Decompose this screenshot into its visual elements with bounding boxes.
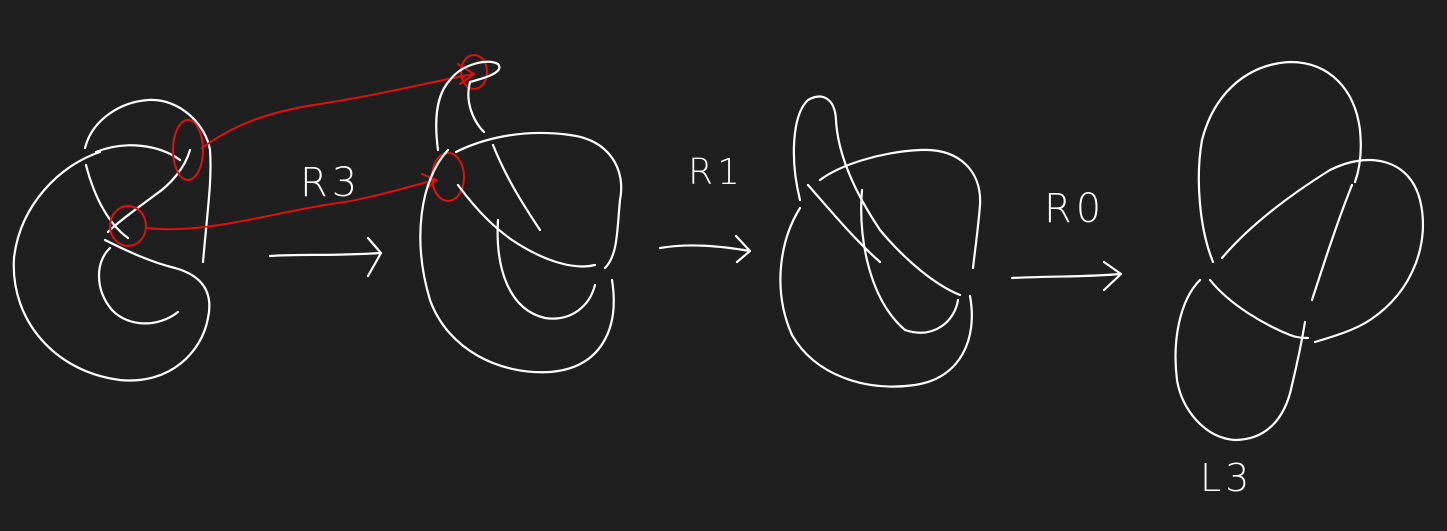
arrow-move-1 [268,236,383,278]
highlight-link-lower [145,179,437,231]
knot-step-3-inner [860,188,960,334]
highlight-circle-target-lower [431,152,465,202]
knot-step-3-flap [792,95,962,297]
knot-final-lower-cross [1208,278,1310,340]
label-result: L3 [1200,456,1254,500]
knot-step-3-cross [806,183,882,264]
highlight-circle-target-upper [460,54,488,90]
knot-final [1174,60,1424,442]
arrowhead-lower [421,173,437,191]
label-move-3: R0 [1044,186,1106,232]
knot-step-2-inner [456,183,597,268]
knot-initial-strand-a [84,163,130,240]
reidemeister-highlights [109,54,488,247]
knot-step-3 [779,95,982,388]
knot-initial-inner-loop [97,246,180,325]
knot-final-right-loop [1220,158,1424,344]
knot-initial-strand-b [106,148,192,234]
arrow-move-2 [658,234,752,264]
highlight-circle-lower [109,205,147,247]
knot-final-diagonal [1310,183,1354,302]
knot-step-2-top-loop [454,131,623,270]
knot-step-3-outer [779,206,973,388]
knot-step-2-outer [419,148,615,374]
knot-initial-outer-arc [12,150,211,382]
knot-initial-top-loop [83,98,212,264]
knot-step-2 [419,60,623,374]
knot-step-2-cross [491,143,542,232]
knot-step-3-top [818,148,982,270]
knot-final-left-loop [1174,278,1307,442]
arrow-move-3 [1010,260,1123,292]
knot-final-top-loop [1197,60,1362,264]
label-move-1: R3 [300,160,362,206]
knot-initial [12,98,212,382]
label-move-2: R1 [688,152,744,193]
knot-step-2-tail [435,60,501,152]
knot-step-2-inner-loop [496,218,597,320]
knot-initial-crossing-arc [94,144,182,162]
highlight-circle-upper [172,119,204,181]
highlight-link-upper [201,73,475,149]
